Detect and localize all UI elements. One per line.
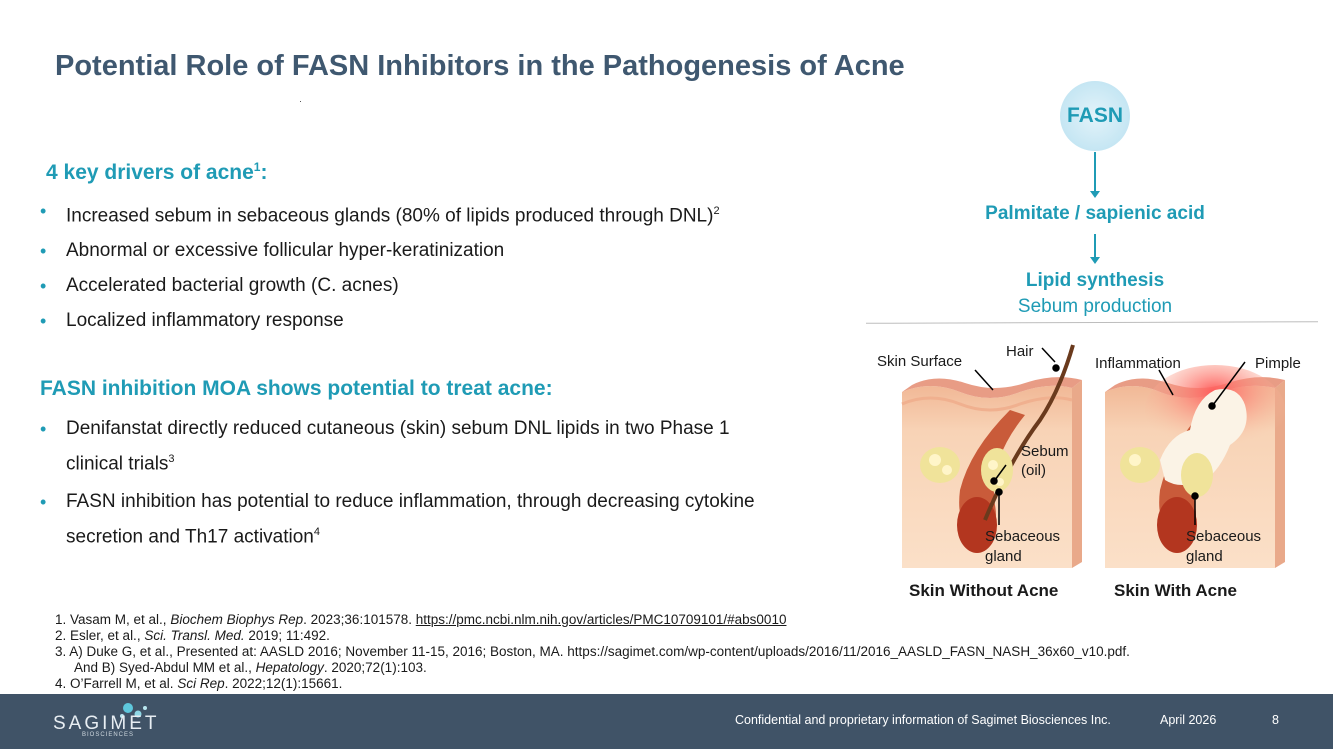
- driver-text: Accelerated bacterial growth (C. acnes): [66, 275, 399, 297]
- drivers-heading-ref: 1: [253, 160, 261, 174]
- reference-item: 3. A) Duke G, et al., Presented at: AASL…: [55, 644, 1130, 660]
- stray-mark: [300, 101, 301, 102]
- confidential-notice: Confidential and proprietary information…: [735, 713, 1111, 727]
- ref-rest: . 2023;36:101578.: [303, 612, 416, 627]
- gland-label: gland: [1186, 548, 1223, 565]
- ref-journal: Sci. Transl. Med.: [144, 628, 245, 643]
- logo-dots-icon: [120, 703, 147, 718]
- ref-journal: Hepatology: [255, 660, 324, 675]
- ref-rest: . 2022;12(1):15661.: [224, 676, 343, 691]
- references: 1. Vasam M, et al., Biochem Biophys Rep.…: [55, 612, 1130, 692]
- moa-ref: 4: [313, 526, 320, 539]
- drivers-heading: 4 key drivers of acne1:: [46, 160, 267, 185]
- ref-authors: Esler, et al.,: [70, 628, 145, 643]
- drivers-heading-colon: :: [260, 161, 268, 184]
- ref-rest: . 2020;72(1):103.: [323, 660, 427, 675]
- drivers-heading-text: 4 key drivers of acne: [46, 161, 254, 184]
- sebum-production-label: Sebum production: [1017, 296, 1173, 317]
- sebum-label: Sebum: [1021, 443, 1069, 460]
- moa-heading: FASN inhibition MOA shows potential to t…: [40, 377, 553, 400]
- drivers-list: Increased sebum in sebaceous glands (80%…: [40, 196, 830, 341]
- ref-num: 3.: [55, 644, 67, 659]
- ref-num: 1.: [55, 612, 67, 627]
- company-logo-sub: BIOSCIENCES: [82, 732, 135, 738]
- palmitate-node: Palmitate / sapienic acid: [985, 203, 1205, 224]
- ref-text: A) Duke G, et al., Presented at: AASLD 2…: [69, 644, 1130, 659]
- ref-rest: 2019; 11:492.: [244, 628, 330, 643]
- driver-text: Increased sebum in sebaceous glands (80%…: [66, 205, 714, 227]
- footer-date: April 2026: [1160, 713, 1217, 727]
- moa-ref: 3: [168, 453, 175, 465]
- skin-with-acne-icon: [1105, 365, 1285, 568]
- divider: [865, 321, 1319, 324]
- reference-item: 1. Vasam M, et al., Biochem Biophys Rep.…: [55, 612, 1130, 628]
- company-logo: SAGIMET: [53, 713, 160, 734]
- caption-without-acne: Skin Without Acne: [909, 581, 1059, 600]
- ref-num: 4.: [55, 676, 67, 691]
- pimple-label: Pimple: [1255, 355, 1301, 372]
- gland-label: gland: [985, 548, 1022, 565]
- footer-bar: [0, 694, 1333, 749]
- ref-authors: O’Farrell M, et al.: [70, 676, 178, 691]
- driver-text: Localized inflammatory response: [66, 310, 344, 332]
- skin-surface-label: Skin Surface: [877, 353, 963, 370]
- sebaceous-label: Sebaceous: [985, 528, 1061, 545]
- ref-journal: Biochem Biophys Rep: [170, 612, 304, 627]
- hair-label: Hair: [1006, 343, 1034, 360]
- page-number: 8: [1272, 713, 1279, 727]
- caption-with-acne: Skin With Acne: [1114, 581, 1237, 600]
- list-item: FASN inhibition has potential to reduce …: [40, 487, 785, 552]
- oil-label: (oil): [1021, 462, 1046, 479]
- slide-title: Potential Role of FASN Inhibitors in the…: [55, 50, 905, 82]
- ref-text: And B) Syed-Abdul MM et al.,: [74, 660, 256, 675]
- sebaceous-label: Sebaceous: [1186, 528, 1262, 545]
- list-item: Accelerated bacterial growth (C. acnes): [40, 271, 830, 301]
- list-item: Increased sebum in sebaceous glands (80%…: [40, 196, 830, 231]
- list-item: Localized inflammatory response: [40, 306, 830, 336]
- list-item: Denifanstat directly reduced cutaneous (…: [40, 414, 785, 479]
- fasn-node: FASN: [1060, 81, 1130, 151]
- skin-without-acne-icon: [901, 344, 1082, 568]
- ref-num: 2.: [55, 628, 67, 643]
- reference-item: 4. O’Farrell M, et al. Sci Rep. 2022;12(…: [55, 676, 1130, 692]
- ref-authors: Vasam M, et al.,: [70, 612, 171, 627]
- arrow-down-icon: [1090, 152, 1100, 198]
- driver-text: Abnormal or excessive follicular hyper-k…: [66, 240, 505, 262]
- ref-journal: Sci Rep: [177, 676, 225, 691]
- list-item: Abnormal or excessive follicular hyper-k…: [40, 236, 830, 266]
- driver-ref: 2: [713, 205, 720, 217]
- reference-item: 2. Esler, et al., Sci. Transl. Med. 2019…: [55, 628, 1130, 644]
- moa-text: Denifanstat directly reduced cutaneous (…: [66, 418, 730, 475]
- inflammation-label: Inflammation: [1095, 355, 1181, 372]
- arrow-down-icon: [1090, 234, 1100, 264]
- moa-list: Denifanstat directly reduced cutaneous (…: [40, 414, 785, 558]
- reference-link[interactable]: https://pmc.ncbi.nlm.nih.gov/articles/PM…: [415, 612, 787, 627]
- reference-item-continued: And B) Syed-Abdul MM et al., Hepatology.…: [55, 660, 1130, 676]
- lipid-synthesis-label: Lipid synthesis: [1025, 270, 1165, 291]
- skin-illustration: [901, 344, 1285, 568]
- moa-text: FASN inhibition has potential to reduce …: [66, 491, 755, 548]
